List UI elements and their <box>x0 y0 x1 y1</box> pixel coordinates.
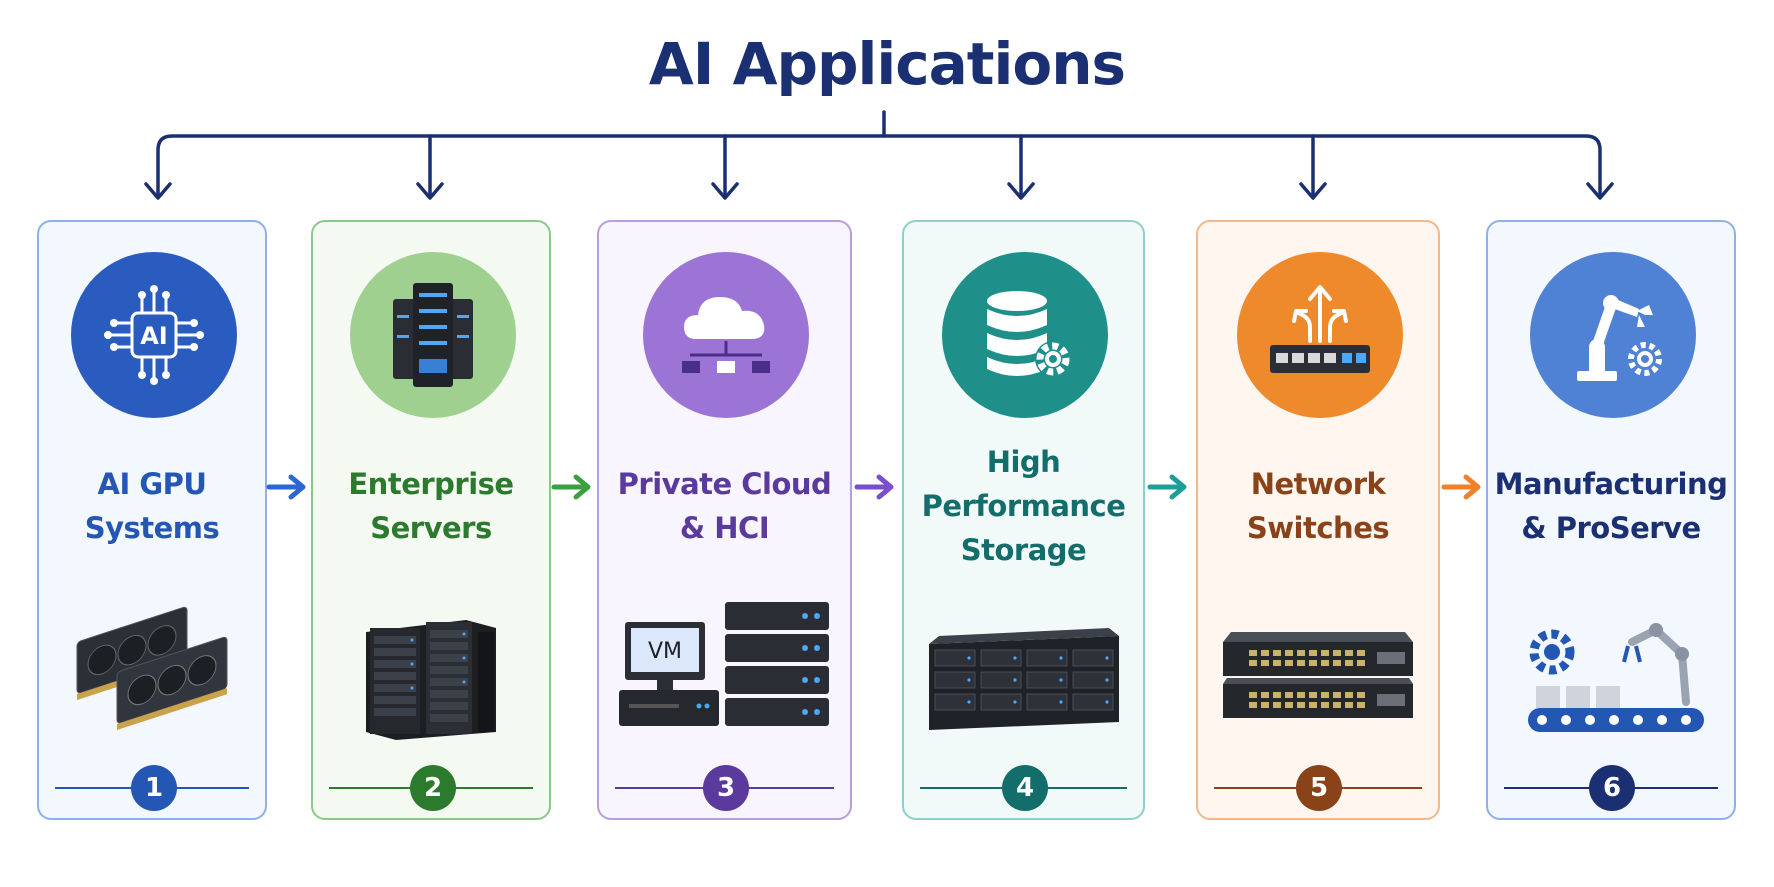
card-label: Enterprise Servers <box>348 467 514 545</box>
card-high-performance-storage[interactable]: High Performance Storage 4 <box>902 220 1145 820</box>
flow-arrow-1 <box>266 474 306 500</box>
card-label: Network Switches <box>1246 467 1390 545</box>
step-number-badge: 6 <box>1589 765 1635 811</box>
card-ai-gpu-systems[interactable]: AI AI GPU Systems 1 <box>37 220 267 820</box>
switch-stack-image <box>1198 592 1438 742</box>
ai-chip-icon: AI <box>71 252 237 418</box>
robot-arm-icon <box>1530 252 1696 418</box>
flow-arrow-2 <box>551 474 591 500</box>
card-enterprise-servers[interactable]: Enterprise Servers 2 <box>311 220 551 820</box>
vm-servers-image: VM <box>599 592 850 742</box>
card-network-switches[interactable]: Network Switches 5 <box>1196 220 1440 820</box>
database-gear-icon <box>942 252 1108 418</box>
flow-arrow-5 <box>1441 474 1481 500</box>
network-switch-icon <box>1237 252 1403 418</box>
card-label: AI GPU Systems <box>84 467 220 545</box>
assembly-line-image <box>1488 592 1734 742</box>
page-title: AI Applications <box>648 30 1126 98</box>
storage-array-image <box>904 592 1143 742</box>
svg-text:VM: VM <box>647 639 681 664</box>
card-private-cloud-hci[interactable]: Private Cloud & HCI VM 3 <box>597 220 852 820</box>
card-label: High Performance Storage <box>921 445 1126 567</box>
server-rack-icon <box>350 252 516 418</box>
flow-arrow-4 <box>1147 474 1187 500</box>
cloud-network-icon <box>643 252 809 418</box>
flow-arrow-3 <box>854 474 894 500</box>
step-number-badge: 3 <box>703 765 749 811</box>
server-tower-image <box>313 592 549 742</box>
step-number-badge: 2 <box>410 765 456 811</box>
card-manufacturing-proserve[interactable]: Manufacturing & ProServe 6 <box>1486 220 1736 820</box>
card-label: Private Cloud & HCI <box>617 467 832 545</box>
step-number-badge: 4 <box>1002 765 1048 811</box>
step-number-badge: 1 <box>131 765 177 811</box>
card-label: Manufacturing & ProServe <box>1494 467 1728 545</box>
svg-text:AI: AI <box>140 322 168 350</box>
step-number-badge: 5 <box>1296 765 1342 811</box>
gpu-cards-image <box>39 592 265 742</box>
